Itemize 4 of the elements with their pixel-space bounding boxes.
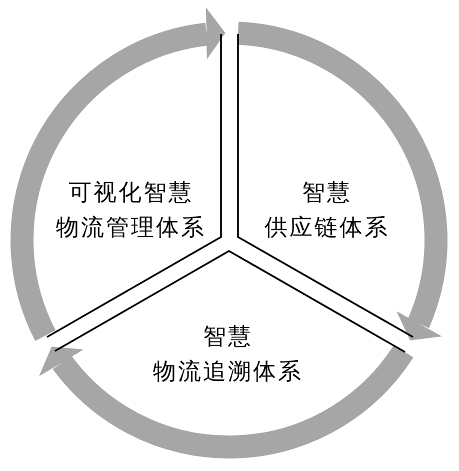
curved-arrow [10,8,226,340]
sector-label: 智慧供应链体系 [264,179,390,242]
sector-label: 智慧物流追溯体系 [153,323,303,386]
sector-label: 可视化智慧物流管理体系 [56,179,206,242]
